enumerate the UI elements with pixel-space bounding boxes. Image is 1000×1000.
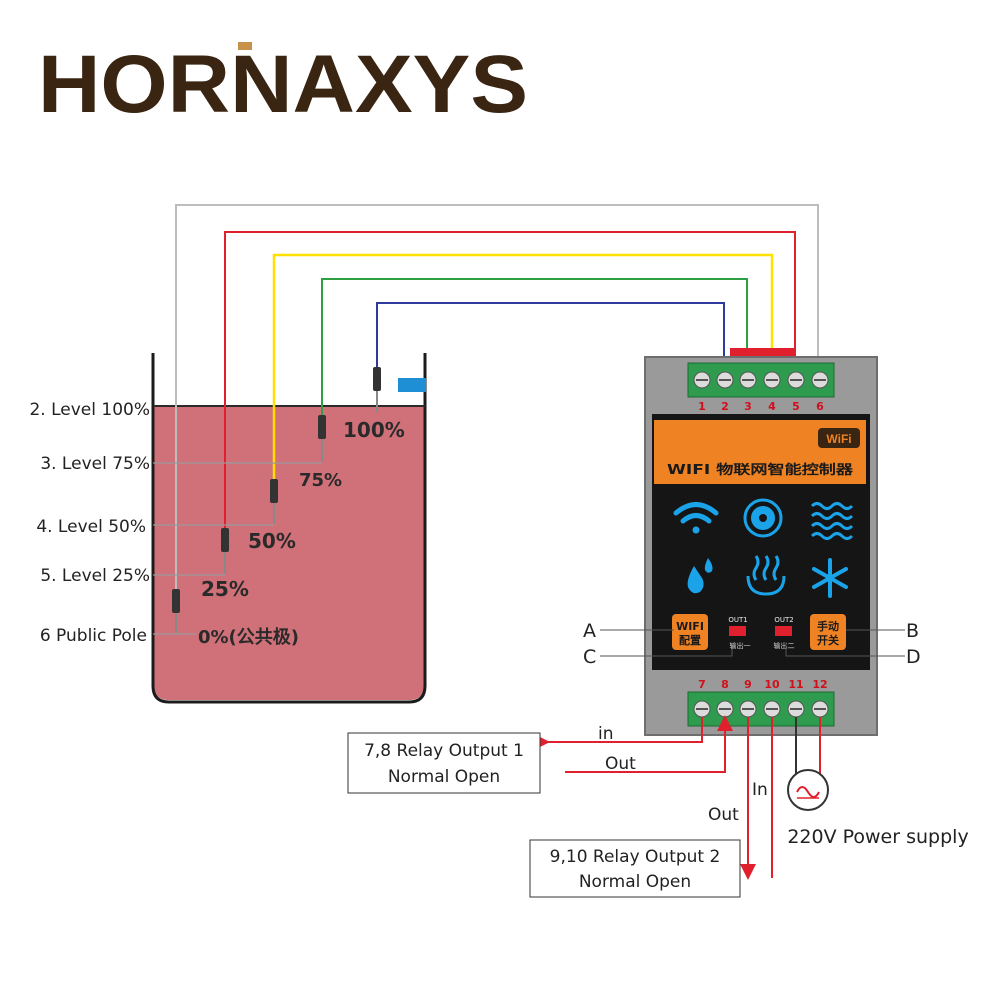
wires bbox=[175, 204, 819, 630]
relay1-line2: Normal Open bbox=[388, 767, 500, 787]
relay1-wires bbox=[534, 715, 733, 773]
callouts: A C B D bbox=[583, 620, 921, 668]
terminal-number: 11 bbox=[788, 678, 803, 691]
out2-sublabel: 输出二 bbox=[774, 641, 795, 650]
percent-label-public: 0%(公共极) bbox=[198, 627, 299, 648]
panel-title: WIFI 物联网智能控制器 bbox=[667, 462, 854, 478]
wifi-badge bbox=[818, 428, 860, 448]
percent-label-75: 75% bbox=[299, 470, 342, 491]
heater-icon bbox=[746, 555, 786, 596]
top-screws bbox=[693, 371, 829, 389]
terminal-number: 5 bbox=[792, 400, 800, 413]
probe-50 bbox=[270, 479, 278, 524]
waves-icon bbox=[810, 502, 854, 540]
manual-switch-label-line1: 手动 bbox=[817, 619, 839, 633]
wire-yellow-50 bbox=[272, 253, 774, 490]
relay2-out-label: Out bbox=[708, 805, 739, 825]
wire-gray-public bbox=[175, 204, 819, 630]
wifi-config-button[interactable] bbox=[672, 614, 708, 650]
ac-source-icon bbox=[787, 769, 829, 811]
top-terminal-numbers: 1 2 3 4 5 6 bbox=[698, 400, 824, 413]
wifi-config-label-line2: 配置 bbox=[679, 633, 701, 647]
water-tank bbox=[151, 353, 427, 704]
relay1-out-label: Out bbox=[605, 754, 636, 774]
terminal-number: 12 bbox=[812, 678, 827, 691]
brand-logo-text: HORNAXYS bbox=[38, 39, 528, 130]
brand-logo: HORNAXYS bbox=[38, 39, 528, 130]
relay2-wires bbox=[740, 717, 773, 880]
relay1-in-label: in bbox=[598, 724, 614, 744]
percent-labels: 100% 75% 50% 25% 0%(公共极) bbox=[198, 418, 405, 648]
percent-label-50: 50% bbox=[248, 529, 296, 553]
callout-b: B bbox=[906, 620, 919, 642]
probe-100 bbox=[373, 367, 381, 412]
relay2-in-label: In bbox=[752, 780, 768, 800]
relay2-box bbox=[529, 839, 741, 898]
top-terminal-block bbox=[687, 362, 835, 398]
terminal-number: 2 bbox=[721, 400, 729, 413]
terminal-number: 3 bbox=[744, 400, 752, 413]
terminal-number: 10 bbox=[764, 678, 780, 691]
manual-switch-button[interactable] bbox=[810, 614, 846, 650]
wire-green-75 bbox=[321, 278, 748, 425]
wifi-icon bbox=[673, 502, 719, 534]
power-supply bbox=[787, 717, 829, 811]
callout-a: A bbox=[583, 620, 596, 642]
bottom-terminal-block bbox=[687, 691, 835, 727]
logo-accent bbox=[238, 42, 252, 50]
percent-label-25: 25% bbox=[201, 577, 249, 601]
fan-icon bbox=[743, 498, 783, 538]
probes bbox=[172, 367, 381, 634]
callout-d: D bbox=[906, 646, 921, 668]
terminal-number: 8 bbox=[721, 678, 729, 691]
wifi-config-label-line1: WIFI bbox=[676, 620, 704, 633]
wifi-badge-text: WiFi bbox=[826, 432, 851, 446]
percent-label-100: 100% bbox=[343, 418, 405, 442]
snowflake-icon bbox=[812, 558, 848, 598]
relay2-line1: 9,10 Relay Output 2 bbox=[550, 847, 721, 867]
wire-blue-100 bbox=[376, 302, 725, 380]
out1-indicator bbox=[729, 626, 746, 636]
power-supply-label: 220V Power supply bbox=[787, 826, 968, 848]
level-label-25: 5. Level 25% bbox=[40, 566, 150, 586]
out1-label: OUT1 bbox=[728, 616, 747, 624]
manual-switch-label-line2: 开关 bbox=[817, 633, 839, 647]
probe-25 bbox=[221, 528, 229, 574]
out2-label: OUT2 bbox=[774, 616, 793, 624]
level-label-50: 4. Level 50% bbox=[36, 517, 146, 537]
wire-red-25 bbox=[224, 231, 796, 540]
probe-0 bbox=[172, 589, 180, 634]
level-label-100: 2. Level 100% bbox=[29, 400, 150, 420]
inlet-pipe bbox=[398, 378, 426, 392]
relay2-line2: Normal Open bbox=[579, 872, 691, 892]
out2-indicator bbox=[775, 626, 792, 636]
bottom-terminal-numbers: 7 8 9 10 11 12 bbox=[698, 678, 827, 691]
tank-outline bbox=[151, 353, 427, 704]
level-label-75: 3. Level 75% bbox=[40, 454, 150, 474]
terminal-number: 9 bbox=[744, 678, 752, 691]
level-leader-lines bbox=[153, 462, 322, 635]
water-drop-icon bbox=[687, 558, 713, 594]
out1-sublabel: 输出一 bbox=[730, 641, 751, 650]
level-label-public: 6 Public Pole bbox=[40, 626, 147, 646]
terminal-number: 1 bbox=[698, 400, 706, 413]
callout-c: C bbox=[583, 646, 596, 668]
terminal-number: 4 bbox=[768, 400, 776, 413]
relay1-line1: 7,8 Relay Output 1 bbox=[364, 741, 524, 761]
tank-water bbox=[153, 406, 425, 700]
terminal-number: 7 bbox=[698, 678, 706, 691]
level-labels: 2. Level 100% 3. Level 75% 4. Level 50% … bbox=[29, 400, 150, 646]
bottom-screws bbox=[693, 700, 829, 718]
relay1-box bbox=[347, 732, 541, 794]
probe-75 bbox=[318, 415, 326, 462]
terminal-number: 6 bbox=[816, 400, 824, 413]
controller: 1 2 3 4 5 6 WiFi WIFI 物联网智能控制器 bbox=[644, 348, 878, 736]
